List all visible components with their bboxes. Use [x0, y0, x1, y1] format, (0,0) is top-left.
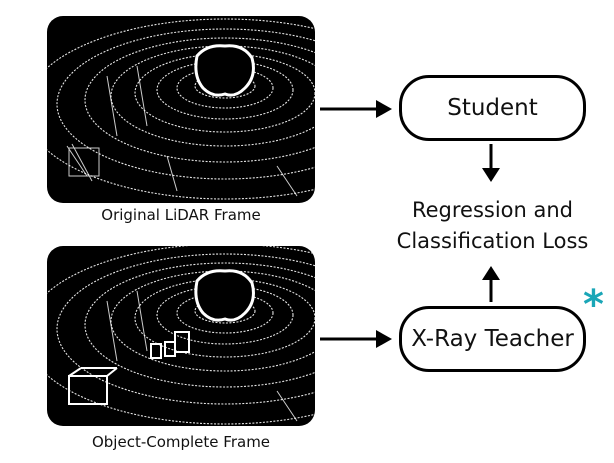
object-complete-frame-image	[47, 246, 315, 426]
loss-label-line2: Classification Loss	[396, 229, 589, 253]
object-complete-frame-caption: Object-Complete Frame	[91, 433, 271, 451]
original-lidar-frame-image	[47, 16, 315, 203]
student-box: Student	[399, 75, 586, 141]
asterisk-marker: *	[583, 282, 604, 328]
xray-teacher-box: X-Ray Teacher	[399, 306, 586, 372]
lidar-scan-original	[47, 18, 315, 200]
lidar-scan-object-complete	[47, 246, 315, 425]
original-frame-caption: Original LiDAR Frame	[101, 206, 261, 224]
loss-label-line1: Regression and	[411, 198, 574, 222]
